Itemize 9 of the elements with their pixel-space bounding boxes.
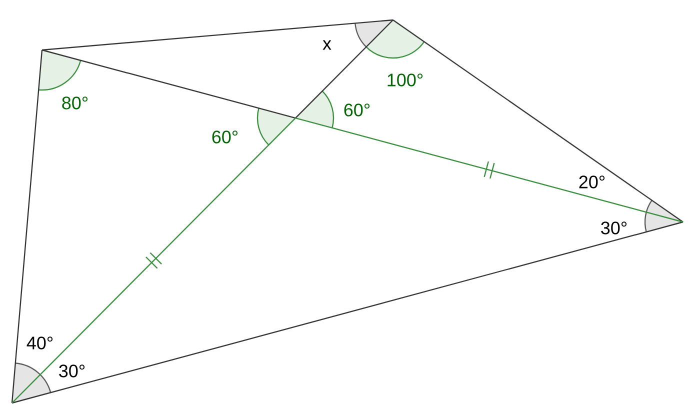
angle-label: 60°	[212, 130, 238, 144]
angle-label: 80°	[62, 96, 88, 110]
angle-label: 40°	[26, 336, 53, 350]
angle-label: 60°	[344, 104, 370, 116]
angle-label: 30°	[59, 364, 85, 378]
angle-label: 30°	[601, 222, 627, 234]
angle-label: 20°	[579, 176, 605, 188]
angle-label: x	[322, 40, 332, 50]
angle-label: 100°	[388, 74, 423, 86]
